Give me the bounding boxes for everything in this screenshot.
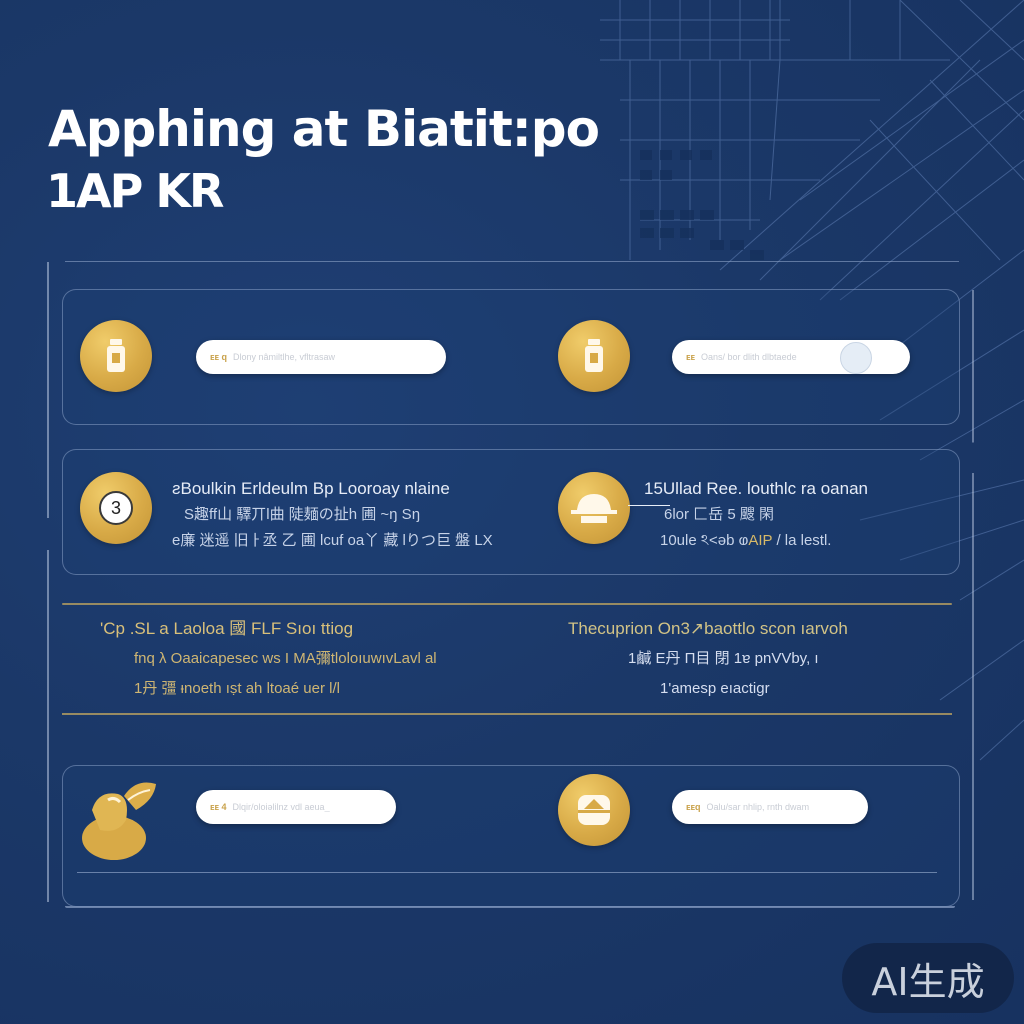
- outer-frame-left: [47, 262, 49, 902]
- row2-left-text: ƨBoulkin Erldeulm Bp Looroay nlaine S趣ff…: [172, 476, 493, 554]
- row4-divider: [77, 872, 937, 873]
- search-input-row1-left[interactable]: ᴇᴇ q Dlony nâmiltlhe, vfltrasaw: [196, 340, 446, 374]
- outer-frame-top: [65, 261, 959, 262]
- row3-right-text: Thecuprion On3↗baottlo scon ıarvoh 1鹹 E丹…: [568, 614, 848, 704]
- card-row-2: [62, 449, 960, 575]
- card-row-3: [62, 603, 952, 715]
- row2-right-text: 15Ullad Ree. louthlc ra oanan 6lor 匚岳 5 …: [644, 476, 868, 554]
- row3-right-line3: 1'amesp eıactigr: [660, 680, 770, 697]
- dome-icon: [558, 472, 630, 544]
- input-prefix: ᴇᴇ 4: [210, 802, 227, 812]
- line3-prefix: 10ule ঽ<ǝb ⱷ: [660, 532, 749, 549]
- row2-left-line3: e廉 迷遥 旧ㅏ丞 乙 圃 lcuf oa丫 藏 lりつ巨 盤 LX: [172, 532, 493, 549]
- row3-right-line2: 1鹹 E丹 П目 閉 1ɐ pnVVby, ı: [628, 650, 819, 667]
- bottle-icon[interactable]: [558, 320, 630, 392]
- bottle-icon[interactable]: [80, 320, 152, 392]
- row3-left-line3: 1丹 彊 ᵼnoeth ıṣt ah ltoaé uer l/l: [134, 680, 340, 697]
- row2-right-line2: 6lor 匚岳 5 颼 閑: [664, 506, 775, 523]
- row2-left-line2: S趣ff山 驛丌l曲 陡麺の扯h 圃 ~ŋ Sŋ: [184, 506, 421, 523]
- row3-left-heading: 'Cp .SL a Laoloa 國 FLF Sıoı ttiog: [100, 619, 354, 638]
- input-prefix: ᴇᴇ q: [210, 352, 228, 362]
- input-placeholder: Dlony nâmiltlhe, vfltrasaw: [233, 352, 336, 362]
- row3-left-text: 'Cp .SL a Laoloa 國 FLF Sıoı ttiog fnq λ …: [100, 614, 437, 704]
- row2-right-line3: 10ule ঽ<ǝb ⱷAIP / la lestl.: [644, 528, 868, 554]
- mango-icon[interactable]: [78, 780, 160, 864]
- ai-generated-badge: AI生成: [842, 943, 1014, 1013]
- row2-left-heading: ƨBoulkin Erldeulm Bp Looroay nlaine: [172, 479, 450, 498]
- input-placeholder: Dlqir/oloiəlilnz vdl aeua_: [232, 802, 330, 812]
- search-input-row4-right[interactable]: ᴇᴇq Oalu/sar nhlip, rnth dwam: [672, 790, 868, 824]
- gold-divider-bottom: [62, 713, 952, 715]
- row3-left-line2: fnq λ Oaaicapesec ws I MA彌tloloıuwıvLavl…: [134, 650, 437, 667]
- page-title: Apphing at Biatit:po: [48, 100, 600, 158]
- connector-line: [628, 505, 670, 506]
- line3-suffix: / la lestl.: [772, 532, 832, 549]
- outer-frame-bottom: [65, 906, 955, 908]
- card-row-4: [62, 765, 960, 907]
- search-input-row1-right[interactable]: ᴇᴇ Oans/ bor dlith dlbtaede: [672, 340, 910, 374]
- input-prefix: ᴇᴇ: [686, 352, 696, 362]
- number-3-icon: 3: [99, 491, 133, 525]
- toggle-knob[interactable]: [840, 342, 872, 374]
- input-prefix: ᴇᴇq: [686, 802, 701, 812]
- row2-right-heading: 15Ullad Ree. louthlc ra oanan: [644, 479, 868, 498]
- number-3-badge: 3: [80, 472, 152, 544]
- page-subtitle: 1AP KR: [46, 164, 224, 218]
- gold-divider-top: [62, 603, 952, 605]
- input-placeholder: Oalu/sar nhlip, rnth dwam: [706, 802, 810, 812]
- house-icon[interactable]: [558, 774, 630, 846]
- outer-frame-right: [972, 290, 974, 900]
- row3-right-heading: Thecuprion On3↗baottlo scon ıarvoh: [568, 619, 848, 638]
- aip-highlight: AIP: [748, 532, 773, 549]
- search-input-row4-left[interactable]: ᴇᴇ 4 Dlqir/oloiəlilnz vdl aeua_: [196, 790, 396, 824]
- input-placeholder: Oans/ bor dlith dlbtaede: [701, 352, 797, 362]
